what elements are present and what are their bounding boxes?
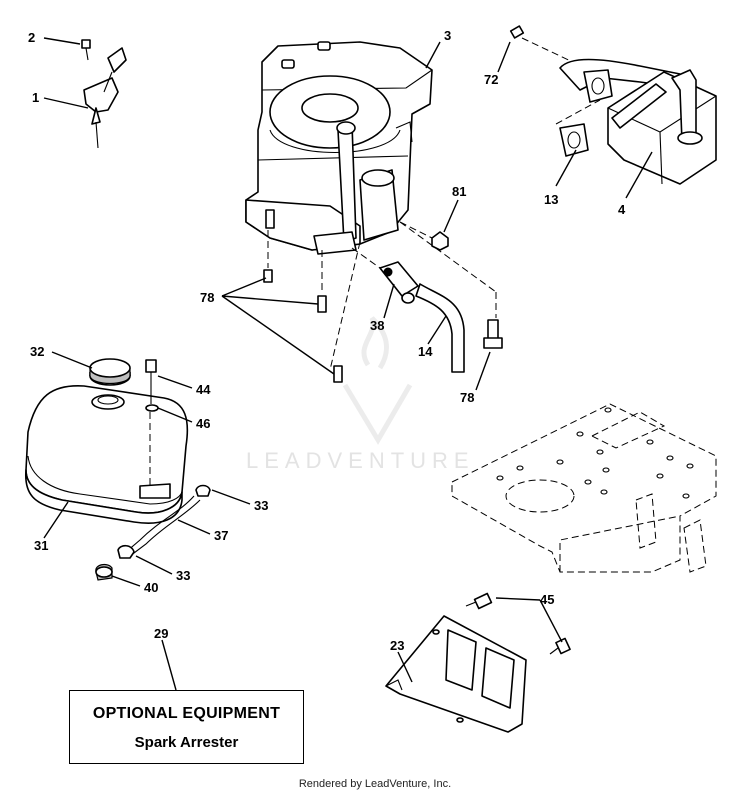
nut-part [399, 221, 449, 251]
callout-31: 31 [34, 538, 48, 553]
callout-4: 4 [618, 202, 626, 217]
frame-holes [496, 407, 694, 499]
watermark-logo-icon [342, 383, 413, 445]
callout-14: 14 [418, 344, 433, 359]
callout-44: 44 [196, 382, 211, 397]
fuel-filter-part [351, 247, 465, 373]
callout-1: 1 [32, 90, 39, 105]
callout-33-lower: 33 [176, 568, 190, 583]
optional-equipment-title: OPTIONAL EQUIPMENT [92, 705, 281, 722]
throttle-control-part [81, 39, 127, 149]
leader-lines [43, 37, 653, 691]
callout-78-left: 78 [200, 290, 214, 305]
engine-part [245, 41, 497, 371]
callout-32: 32 [30, 344, 44, 359]
callout-23: 23 [390, 638, 404, 653]
callout-78-right: 78 [460, 390, 474, 405]
callout-81: 81 [452, 184, 466, 199]
callout-37: 37 [214, 528, 228, 543]
heat-shield-part [385, 592, 571, 733]
bolt-parts [263, 230, 503, 383]
muffler-part [509, 25, 717, 185]
callout-40: 40 [144, 580, 158, 595]
watermark-text: LEADVENTURE [246, 448, 475, 473]
callout-38: 38 [370, 318, 384, 333]
optional-equipment-box: OPTIONAL EQUIPMENT Spark Arrester [69, 690, 304, 764]
footer-credit: Rendered by LeadVenture, Inc. [298, 778, 452, 790]
callout-labels: 2 1 3 72 13 4 81 78 38 14 78 32 44 46 31… [28, 28, 626, 653]
callout-45: 45 [540, 592, 554, 607]
callout-2: 2 [28, 30, 35, 45]
frame-part [451, 403, 717, 573]
callout-29: 29 [154, 626, 168, 641]
optional-equipment-subtitle: Spark Arrester [134, 734, 239, 751]
callout-46: 46 [196, 416, 210, 431]
watermark: LEADVENTURE [246, 316, 475, 473]
callout-72: 72 [484, 72, 498, 87]
callout-13: 13 [544, 192, 558, 207]
callout-3: 3 [444, 28, 451, 43]
fuel-tank-part [24, 358, 189, 524]
callout-33-upper: 33 [254, 498, 268, 513]
